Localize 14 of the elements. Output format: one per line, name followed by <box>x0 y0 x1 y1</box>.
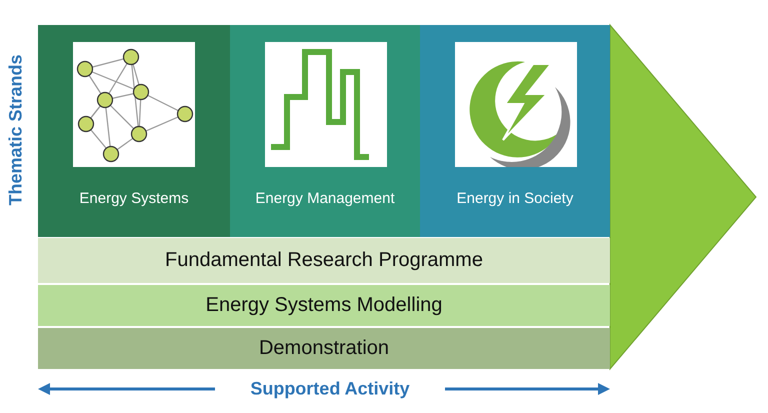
activity-band <box>38 328 610 369</box>
band-title: Demonstration <box>258 337 390 360</box>
strand-title: Energy Systems <box>78 190 190 207</box>
band-title: Energy Systems Modelling <box>206 294 442 317</box>
activity-band <box>38 238 610 283</box>
strand-panel <box>420 25 610 237</box>
strand-panel <box>230 25 420 237</box>
strand-panel <box>38 25 230 237</box>
axis-title: Supported Activity <box>250 378 410 400</box>
strand-title: Energy Management <box>254 190 396 207</box>
strand-title: Energy in Society <box>456 190 574 207</box>
axis-title: Thematic Strands <box>6 54 26 206</box>
activity-band <box>38 285 610 326</box>
band-title: Fundamental Research Programme <box>165 249 483 272</box>
